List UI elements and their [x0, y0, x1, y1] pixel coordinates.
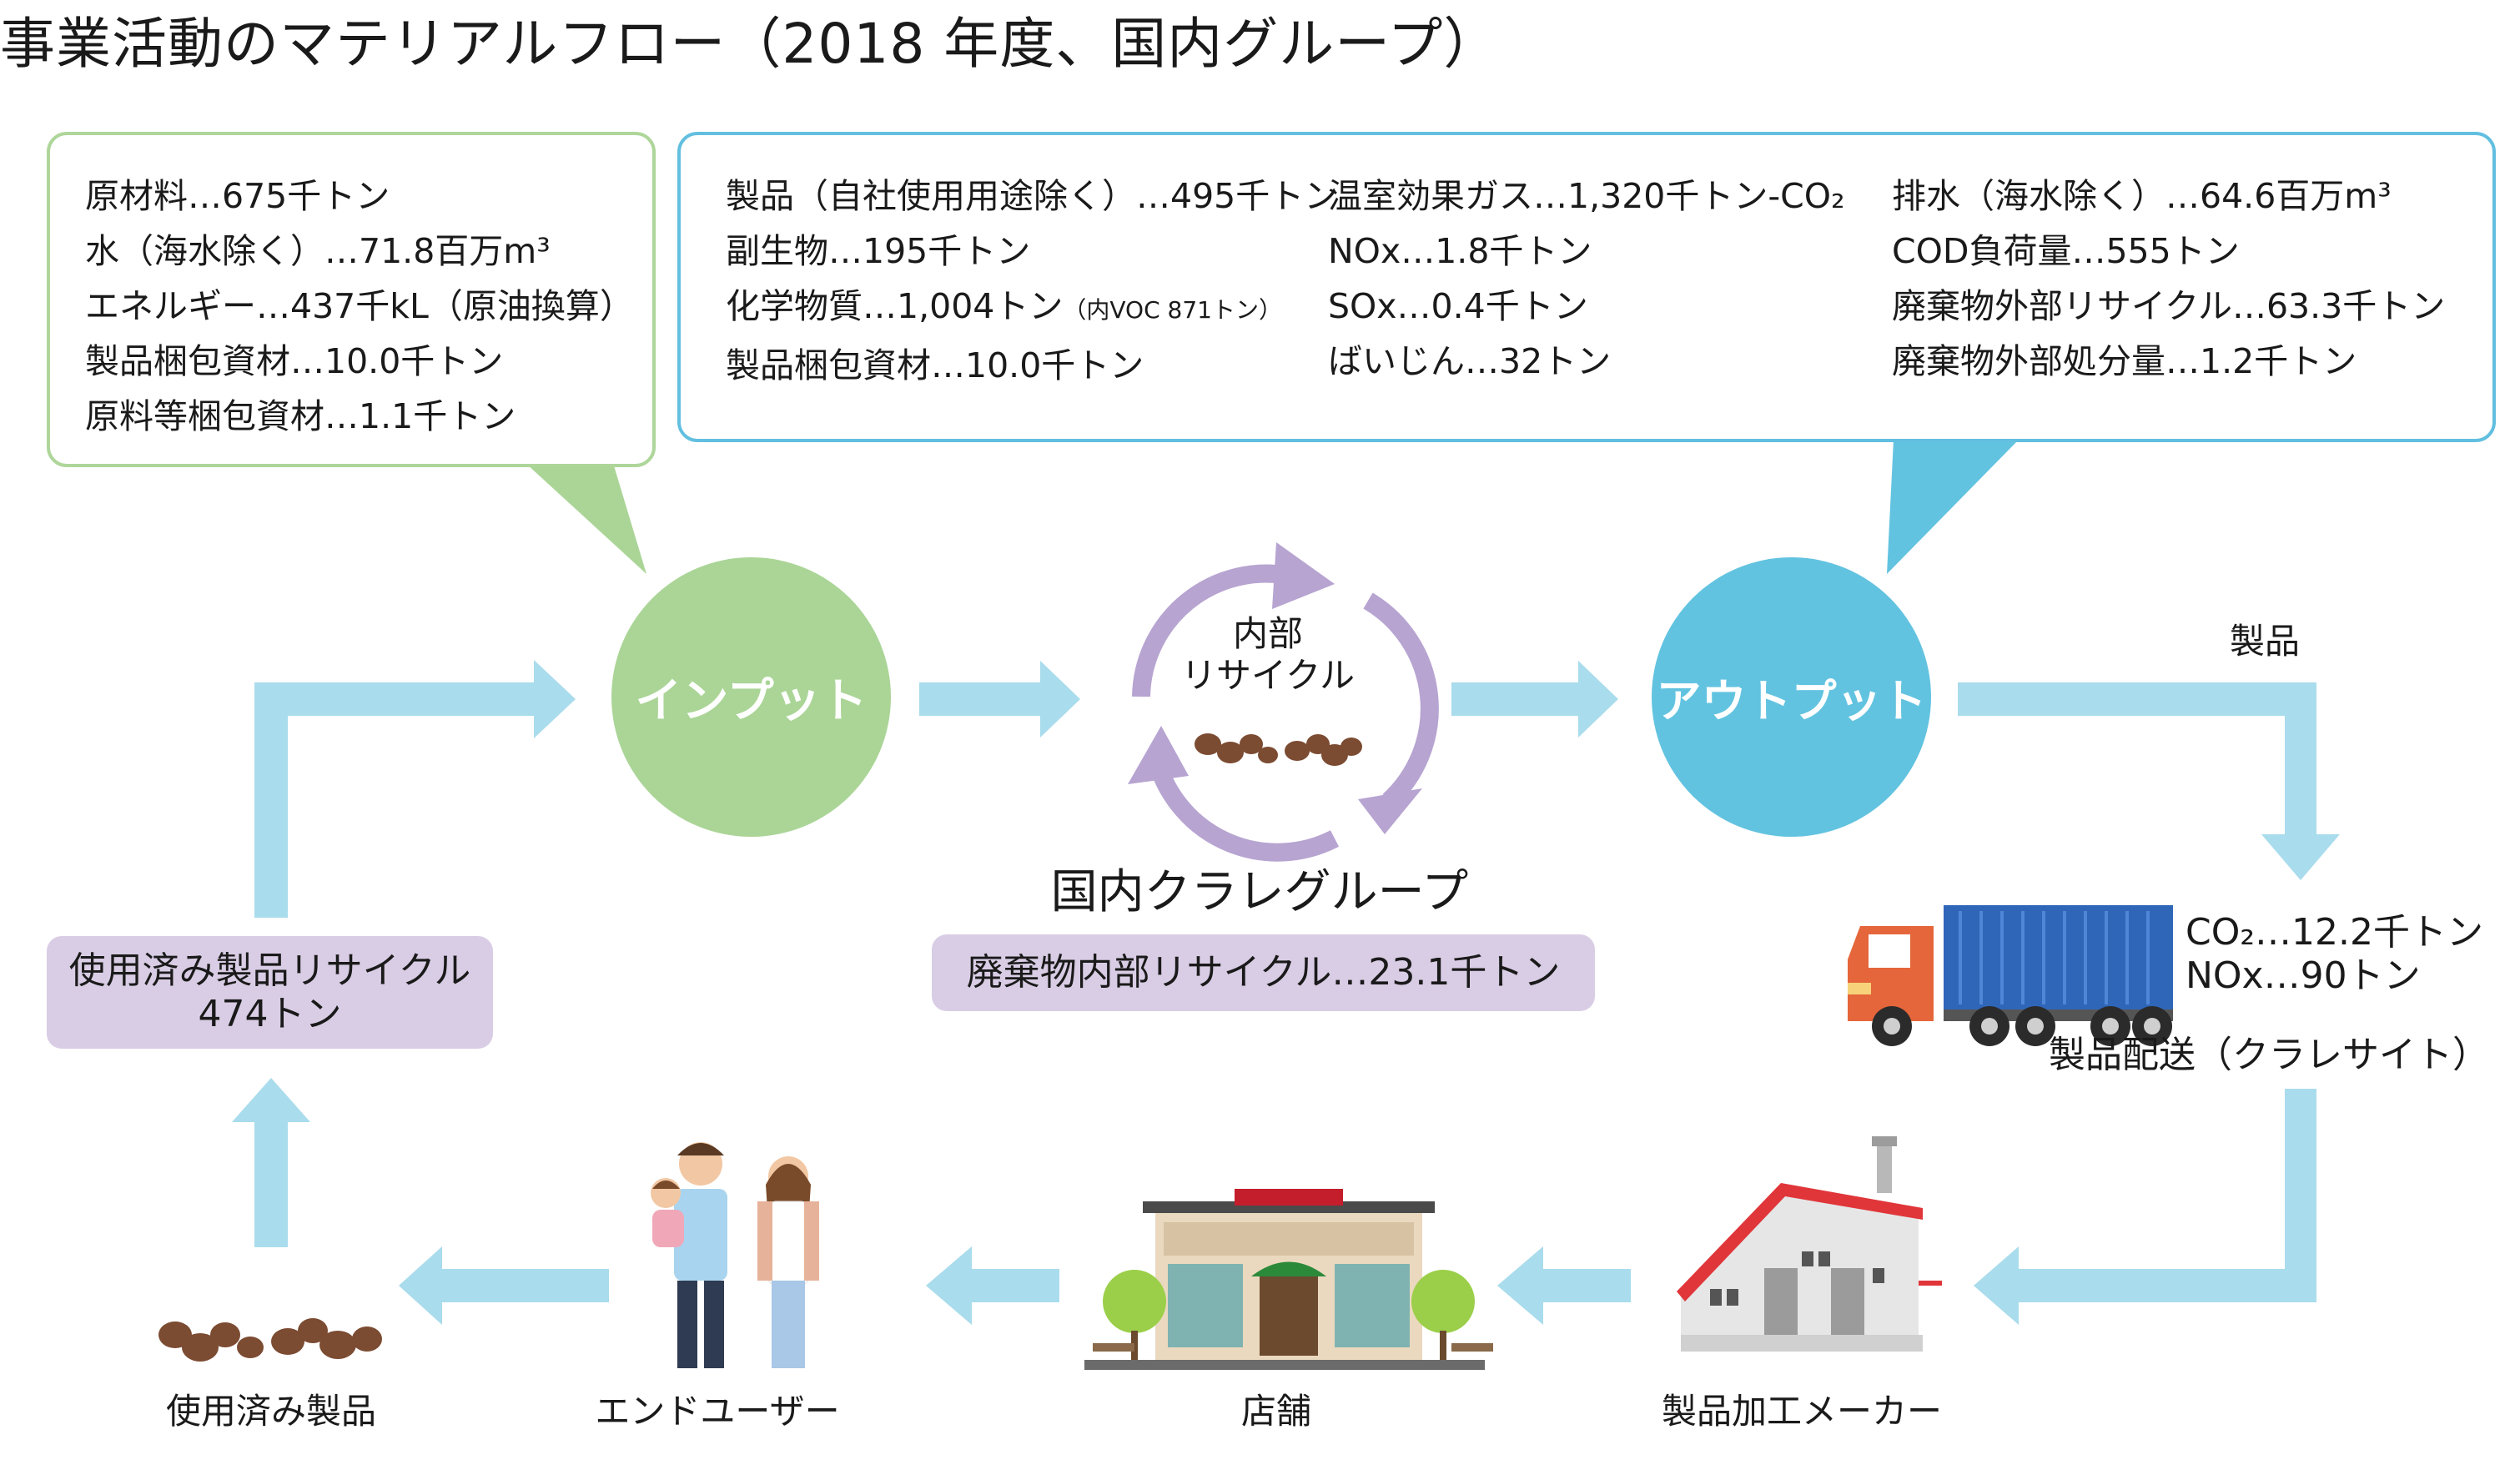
arrow-delivery-to-maker [1974, 1089, 2316, 1325]
used-products-label: 使用済み製品 [165, 1391, 376, 1432]
input-items: 原材料…675千トン 水（海水除く）…71.8百万m³ エネルギー…437千kL… [85, 169, 634, 444]
delivery-label: 製品配送（クラレサイト） [2049, 1034, 2489, 1076]
output-item: ばいじん…32トン [1328, 341, 1612, 381]
family-illustration [651, 1142, 819, 1368]
output-item: 副生物…195千トン [726, 231, 1031, 271]
store-label: 店舗 [1240, 1391, 1311, 1432]
product-label: 製品 [2229, 621, 2300, 662]
chemicals-main: 化学物質…1,004トン [726, 286, 1064, 326]
input-callout-box: 原材料…675千トン 水（海水除く）…71.8百万m³ エネルギー…437千kL… [47, 132, 656, 467]
output-col-air: 温室効果ガス…1,320千トン-CO₂ NOx…1.8千トン SOx…0.4千ト… [1328, 169, 1845, 389]
arrow-output-to-delivery [1958, 682, 2340, 880]
truck-illustration [1848, 905, 2173, 1046]
output-item: 製品（自社使用用途除く）…495千トン [726, 176, 1339, 216]
input-item: 製品梱包資材…10.0千トン [85, 341, 504, 381]
recycle-pill-line1: 使用済み製品リサイクル [68, 949, 471, 992]
arrow-recycle-to-input [254, 660, 576, 918]
internal-recycle-line1: 内部 [1232, 613, 1303, 654]
page-title: 事業活動のマテリアルフロー（2018 年度、国内グループ） [0, 12, 1500, 76]
output-col-products: 製品（自社使用用途除く）…495千トン 副生物…195千トン 化学物質…1,00… [726, 169, 1338, 393]
output-item: 温室効果ガス…1,320千トン-CO₂ [1328, 176, 1845, 216]
delivery-co2: CO₂…12.2千トン [2186, 911, 2483, 954]
flow-arrows [232, 660, 2340, 1325]
output-item: SOx…0.4千トン [1328, 286, 1588, 326]
output-item: 廃棄物外部処分量…1.2千トン [1892, 341, 2357, 381]
arrow-user-to-used [399, 1246, 609, 1325]
internal-waste-recycle-pill: 廃棄物内部リサイクル…23.1千トン [932, 934, 1595, 1011]
internal-recycle-line2: リサイクル [1181, 655, 1355, 696]
arrow-store-to-user [926, 1246, 1059, 1325]
internal-waste-text: 廃棄物内部リサイクル…23.1千トン [966, 951, 1561, 994]
output-item: 廃棄物外部リサイクル…63.3千トン [1892, 286, 2446, 326]
input-item: 原料等梱包資材…1.1千トン [85, 396, 516, 436]
recycle-loop [1132, 564, 1439, 862]
input-item: 水（海水除く）…71.8百万m³ [85, 231, 551, 271]
output-col-water-waste: 排水（海水除く）…64.6百万m³ COD負荷量…555トン 廃棄物外部リサイク… [1892, 169, 2445, 389]
end-user-label: エンドユーザー [595, 1391, 840, 1432]
output-item: NOx…1.8千トン [1328, 231, 1592, 271]
internal-recycle-label: 内部 リサイクル [1159, 613, 1376, 697]
used-product-recycle-pill: 使用済み製品リサイクル 474トン [47, 936, 493, 1049]
group-label: 国内クラレグループ [1050, 865, 1469, 919]
output-item: 排水（海水除く）…64.6百万m³ [1892, 176, 2392, 216]
pellets-center [1195, 733, 1362, 766]
input-item: 原材料…675千トン [85, 176, 390, 216]
output-callout-box: 製品（自社使用用途除く）…495千トン 副生物…195千トン 化学物質…1,00… [677, 132, 2496, 442]
delivery-nox: NOx…90トン [2186, 954, 2421, 997]
maker-label: 製品加工メーカー [1661, 1391, 1942, 1432]
output-item: COD負荷量…555トン [1892, 231, 2240, 271]
factory-illustration [1677, 1136, 1942, 1352]
output-item: 製品梱包資材…10.0千トン [726, 345, 1144, 385]
pellets-bottom [158, 1318, 382, 1362]
recycle-arrowheads [1128, 542, 1422, 834]
output-callout-tail [1887, 440, 2019, 574]
recycle-pill-line2: 474トン [198, 992, 342, 1035]
output-circle: アウトプット [1652, 557, 1931, 837]
input-circle: インプット [611, 557, 891, 837]
output-item: 化学物質…1,004トン（内VOC 871トン） [726, 279, 1338, 338]
arrow-maker-to-store [1497, 1246, 1631, 1325]
delivery-emissions: CO₂…12.2千トン NOx…90トン [2186, 911, 2483, 998]
input-item: エネルギー…437千kL（原油換算） [85, 286, 634, 326]
arrow-used-to-recycle [232, 1078, 310, 1247]
chemicals-voc: （内VOC 871トン） [1063, 296, 1282, 324]
input-callout-tail [526, 463, 646, 574]
arrow-input-to-recycle [919, 661, 1080, 738]
arrow-recycle-to-output [1451, 661, 1618, 738]
store-illustration [1084, 1189, 1493, 1370]
